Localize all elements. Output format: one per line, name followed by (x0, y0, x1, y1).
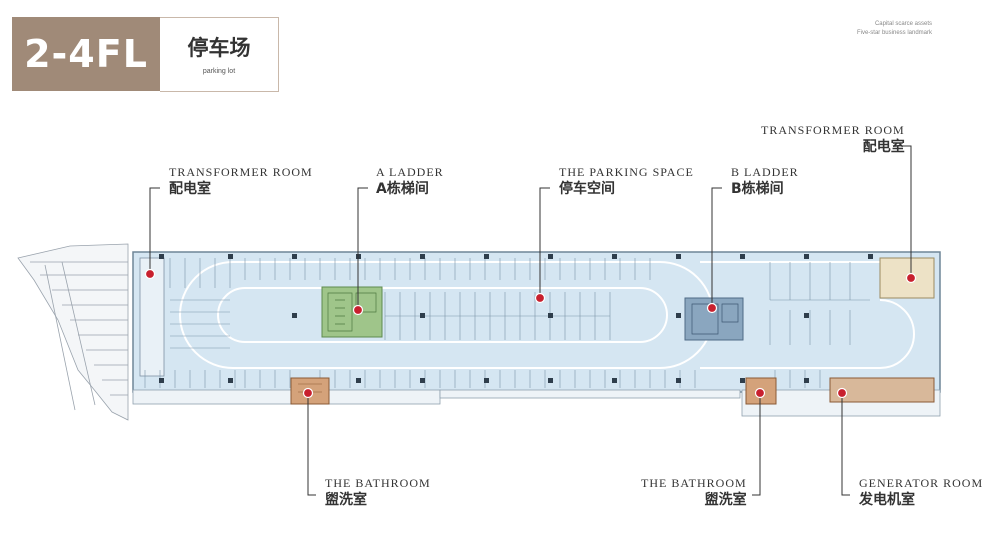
title-box: 停车场 parking lot (160, 17, 279, 92)
marker-parking-space (534, 292, 546, 304)
leader-bathroom-left (307, 393, 316, 496)
page-title: 停车场 (187, 36, 251, 60)
callout-en: TRANSFORMER ROOM (169, 165, 313, 179)
callout-a-ladder: A LADDER A栋梯间 (376, 165, 444, 199)
callout-en: THE BATHROOM (641, 476, 747, 490)
callout-cn: 配电室 (169, 181, 211, 197)
callout-en: THE PARKING SPACE (559, 165, 694, 179)
callout-en: TRANSFORMER ROOM (761, 123, 905, 137)
callout-b-ladder: B LADDER B栋梯间 (731, 165, 799, 199)
marker-transformer-right (905, 272, 917, 284)
callout-bathroom-left: THE BATHROOM 盥洗室 (325, 476, 431, 510)
floor-label: 2-4FL (24, 32, 148, 76)
floor-badge: 2-4FL (12, 17, 160, 91)
callout-en: B LADDER (731, 165, 799, 179)
callout-cn: 发电机室 (859, 492, 915, 508)
leader-transformer-right (902, 145, 912, 278)
leader-lines (149, 145, 912, 496)
marker-transformer-left (144, 268, 156, 280)
driving-lanes (179, 261, 915, 369)
leader-b-ladder (711, 187, 722, 308)
page-subtitle: parking lot (202, 68, 236, 75)
ramp-structure (17, 243, 129, 421)
brand-line-1: Capital scarce assets (874, 21, 932, 27)
brand-line-2: Five-star business landmark (856, 30, 932, 36)
callout-transformer-right: TRANSFORMER ROOM 配电室 (761, 123, 905, 157)
callout-parking-space: THE PARKING SPACE 停车空间 (559, 165, 694, 199)
marker-a-ladder (352, 304, 364, 316)
callout-cn: A栋梯间 (376, 181, 429, 197)
callout-en: A LADDER (376, 165, 444, 179)
callout-cn: 盥洗室 (325, 492, 367, 508)
core-a-stair (321, 286, 383, 338)
leader-parking-space (539, 187, 550, 298)
marker-bathroom-left (302, 387, 314, 399)
callout-generator-room: GENERATOR ROOM 发电机室 (859, 476, 983, 510)
leader-a-ladder (357, 187, 368, 310)
parking-floor (132, 251, 941, 417)
callout-transformer-left: TRANSFORMER ROOM 配电室 (169, 165, 313, 199)
brand-tagline: Capital scarce assets Five-star business… (857, 20, 932, 38)
leader-transformer-left (149, 187, 160, 274)
marker-generator-room (836, 387, 848, 399)
callout-cn: 配电室 (862, 139, 905, 155)
callout-en: THE BATHROOM (325, 476, 431, 490)
generator-room-block (829, 377, 935, 403)
callout-cn: 停车空间 (559, 181, 615, 197)
marker-bathroom-right (754, 387, 766, 399)
callout-bathroom-right: THE BATHROOM 盥洗室 (641, 476, 747, 510)
marker-dots (144, 268, 917, 399)
callout-cn: 盥洗室 (704, 492, 747, 508)
callout-cn: B栋梯间 (731, 181, 784, 197)
bathroom-left-room (290, 377, 330, 405)
leader-generator-room (841, 393, 850, 496)
leader-bathroom-right (752, 393, 761, 496)
marker-b-ladder (706, 302, 718, 314)
callout-en: GENERATOR ROOM (859, 476, 984, 490)
